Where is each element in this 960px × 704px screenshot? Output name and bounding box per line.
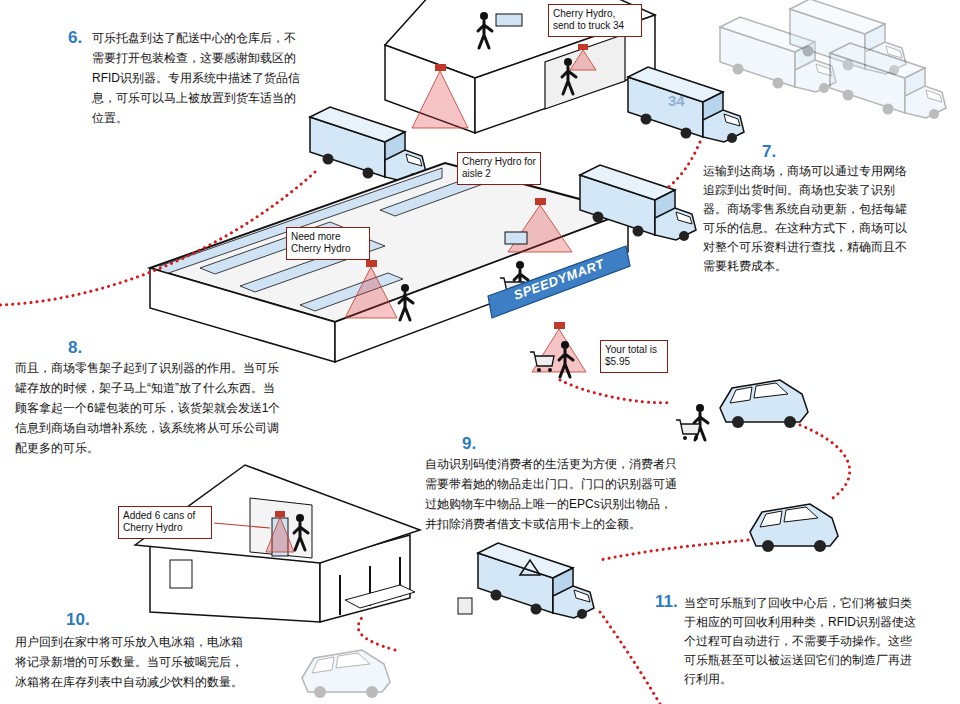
rfid-reader (535, 198, 546, 205)
callout-text: Cherry Hydro for aisle 2 (462, 156, 536, 179)
car (720, 380, 808, 428)
delivery-truck (310, 107, 426, 183)
callout-box: Added 6 cans of Cherry Hydro (118, 506, 212, 539)
rfid-reader (578, 44, 588, 50)
shopper (559, 341, 573, 377)
worker (478, 12, 492, 48)
callout-box: Your total is $5.95 (600, 340, 668, 373)
step-note: 可乐托盘到达了配送中心的仓库后，不需要打开包装检查，这要感谢卸载区的RFID识别… (92, 28, 300, 128)
callout-box: Cherry Hydro, send to truck 34 (548, 4, 642, 37)
store-sign-text: SPEEDYMART (500, 252, 618, 307)
store-wall (335, 212, 628, 362)
recycle-symbol (520, 560, 540, 575)
callout-box: Cherry Hydro for aisle 2 (457, 152, 541, 185)
callout-box: Need more Cherry Hydro (286, 227, 370, 260)
step-note: 而且，商场零售架子起到了识别器的作用。当可乐罐存放的时候，架子马上“知道”放了什… (15, 358, 283, 458)
truck-number: 34 (668, 92, 685, 109)
shopping-cart (530, 352, 554, 372)
callout-text: Cherry Hydro, send to truck 34 (553, 8, 637, 31)
callout-text: Need more Cherry Hydro (291, 231, 365, 254)
reader-beam (345, 267, 397, 318)
leader-line (214, 523, 270, 528)
porch-step (345, 585, 415, 608)
route-dots (600, 612, 660, 704)
reader-beam (412, 71, 468, 128)
loading-door (545, 34, 625, 109)
delivery-truck (580, 165, 696, 241)
recycling-truck (478, 543, 594, 619)
ghost-truck (830, 43, 946, 119)
pallet (505, 232, 527, 244)
callout-number: 8. (68, 338, 82, 358)
rfid-reader (435, 64, 446, 71)
resident (294, 514, 308, 550)
callout-number: 10. (66, 610, 90, 630)
rfid-reader (554, 322, 565, 329)
route-dots (358, 614, 395, 650)
pallet (496, 14, 522, 26)
route-dots (0, 172, 315, 305)
step-note: 运输到达商场，商场可以通过专用网络追踪到出货时间。商场也安装了识别器。商场零售系… (703, 162, 911, 276)
step-note: 当空可乐瓶到了回收中心后，它们将被归类于相应的可回收利用种类，RFID识别器使这… (684, 594, 916, 689)
callout-number: 6. (68, 28, 82, 48)
car (750, 504, 838, 552)
store-sign (488, 246, 630, 318)
step-note: 用户回到在家中将可乐放入电冰箱，电冰箱将记录新增的可乐数量。当可乐被喝完后，冰箱… (15, 632, 247, 692)
callout-number: 11. (655, 592, 678, 612)
ghost-car (302, 650, 390, 698)
route-dots (560, 380, 672, 403)
house-window (170, 560, 192, 588)
delivery-truck (628, 67, 744, 143)
route-dots (800, 425, 850, 500)
shopper (399, 284, 413, 320)
callout-text: Added 6 cans of Cherry Hydro (123, 510, 207, 533)
callout-number: 9. (462, 434, 476, 454)
callout-text: Your total is $5.95 (605, 344, 663, 367)
reader-beam (266, 517, 294, 552)
step-note: 自动识别码使消费者的生活更为方便，消费者只需要带着她的物品走出门口。门口的识别器… (425, 454, 681, 534)
reader-beam (508, 205, 572, 252)
warehouse-wall (385, 45, 475, 133)
recycle-bin (458, 598, 472, 614)
reader-beam (570, 50, 596, 70)
route-dots (600, 540, 748, 560)
store-wall (150, 268, 335, 362)
rfid-reader (366, 260, 377, 267)
callout-number: 7. (762, 142, 776, 162)
porch-post (340, 557, 400, 615)
shopping-cart (676, 420, 700, 440)
route-dots (665, 142, 700, 190)
house-cutaway (250, 498, 312, 558)
